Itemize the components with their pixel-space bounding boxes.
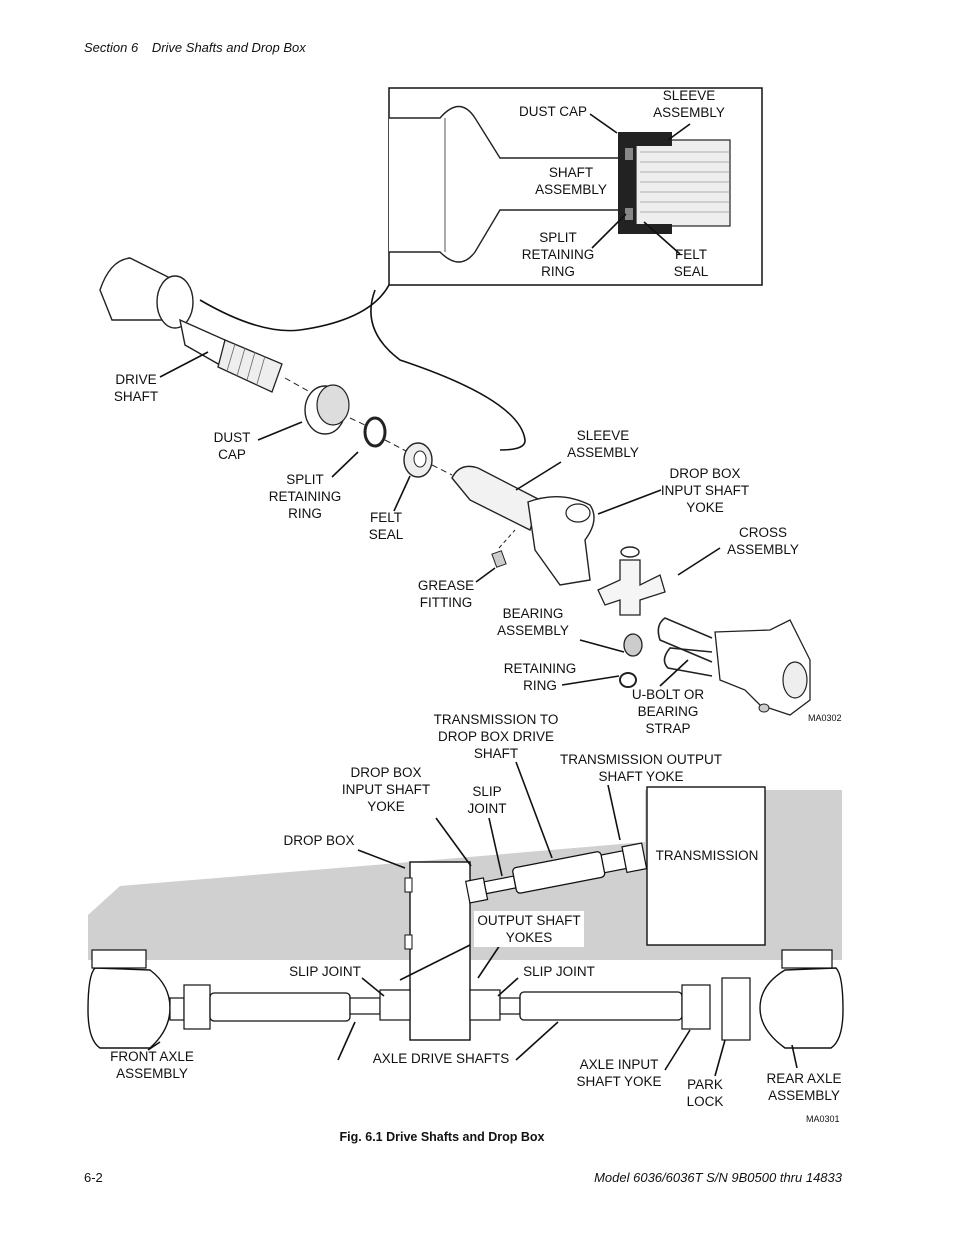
drop-box-yoke-label-1: DROP BOX xyxy=(669,466,740,481)
sleeve-label-1: SLEEVE xyxy=(577,428,630,443)
trans-to-drop-box-label-2: DROP BOX DRIVE xyxy=(438,729,554,744)
inset-split-ring-label-1: SPLIT xyxy=(539,230,577,245)
inset-sleeve-label-1: SLEEVE xyxy=(663,88,716,103)
trans-to-drop-box-label-3: SHAFT xyxy=(474,746,518,761)
layout-code: MA0301 xyxy=(806,1114,840,1124)
split-ring-label-3: RING xyxy=(288,506,322,521)
model-footer: Model 6036/6036T S/N 9B0500 thru 14833 xyxy=(594,1170,842,1185)
split-ring-label-2: RETAINING xyxy=(269,489,342,504)
retaining-ring-label-2: RING xyxy=(523,678,557,693)
drop-box-yoke-label-2: INPUT SHAFT xyxy=(661,483,749,498)
inset-felt-label-2: SEAL xyxy=(674,264,709,279)
layout-drop-box-yoke-label-3: YOKE xyxy=(367,799,405,814)
dust-cap-label-2: CAP xyxy=(218,447,246,462)
u-bolt-label-3: STRAP xyxy=(645,721,690,736)
front-axle-label-1: FRONT AXLE xyxy=(110,1049,194,1064)
grease-label-1: GREASE xyxy=(418,578,474,593)
trans-output-yoke-label-1: TRANSMISSION OUTPUT xyxy=(560,752,722,767)
grease-label-2: FITTING xyxy=(420,595,473,610)
trans-to-drop-box-label-1: TRANSMISSION TO xyxy=(434,712,559,727)
dust-cap-label-1: DUST xyxy=(214,430,251,445)
inset-split-ring-label-3: RING xyxy=(541,264,575,279)
drive-shaft-label-2: SHAFT xyxy=(114,389,158,404)
trans-output-yoke-label-2: SHAFT YOKE xyxy=(598,769,683,784)
front-axle-label-2: ASSEMBLY xyxy=(116,1066,188,1081)
page-header: Section 6 Drive Shafts and Drop Box xyxy=(84,40,316,55)
output-yokes-label-2: YOKES xyxy=(506,930,553,945)
axle-input-yoke-label-2: SHAFT YOKE xyxy=(576,1074,661,1089)
output-yokes-label-1: OUTPUT SHAFT xyxy=(477,913,580,928)
slip-joint-top-label-2: JOINT xyxy=(468,801,507,816)
cross-label-2: ASSEMBLY xyxy=(727,542,799,557)
rear-axle-label-1: REAR AXLE xyxy=(766,1071,841,1086)
layout-drop-box-yoke-label-1: DROP BOX xyxy=(350,765,421,780)
section-number: Section 6 xyxy=(84,40,139,55)
inset-split-ring-label-2: RETAINING xyxy=(522,247,595,262)
slip-joint-left-label: SLIP JOINT xyxy=(289,964,361,979)
axle-input-yoke-label-1: AXLE INPUT xyxy=(580,1057,659,1072)
slip-joint-right-label: SLIP JOINT xyxy=(523,964,595,979)
inset-felt-label-1: FELT xyxy=(675,247,707,262)
page-number: 6-2 xyxy=(84,1170,103,1185)
drop-box-yoke-label-3: YOKE xyxy=(686,500,724,515)
sleeve-label-2: ASSEMBLY xyxy=(567,445,639,460)
park-lock-label-1: PARK xyxy=(687,1077,723,1092)
layout-drop-box-yoke-label-2: INPUT SHAFT xyxy=(342,782,430,797)
inset-shaft-label-1: SHAFT xyxy=(549,165,593,180)
exploded-view: DRIVE SHAFT DUST CAP SPLIT RETAINING RIN… xyxy=(99,257,842,736)
slip-joint-top-label-1: SLIP xyxy=(472,784,501,799)
felt-seal-label-2: SEAL xyxy=(369,527,404,542)
inset-detail: DUST CAP SLEEVE ASSEMBLY SHAFT ASSEMBLY … xyxy=(388,87,763,286)
retaining-ring-label-1: RETAINING xyxy=(504,661,577,676)
u-bolt-label-1: U-BOLT OR xyxy=(632,687,705,702)
inset-sleeve-label-2: ASSEMBLY xyxy=(653,105,725,120)
bearing-label-1: BEARING xyxy=(503,606,564,621)
split-ring-label-1: SPLIT xyxy=(286,472,324,487)
drop-box-label: DROP BOX xyxy=(283,833,354,848)
inset-dust-cap-label: DUST CAP xyxy=(519,104,587,119)
section-title: Drive Shafts and Drop Box xyxy=(151,40,306,55)
layout-view: TRANSMISSION TO DROP BOX DRIVE SHAFT DRO… xyxy=(87,712,844,1124)
u-bolt-label-2: BEARING xyxy=(638,704,699,719)
bearing-label-2: ASSEMBLY xyxy=(497,623,569,638)
axle-drive-shafts-label: AXLE DRIVE SHAFTS xyxy=(373,1051,510,1066)
drive-shaft-label-1: DRIVE xyxy=(115,372,156,387)
park-lock-label-2: LOCK xyxy=(687,1094,724,1109)
figure-caption: Fig. 6.1 Drive Shafts and Drop Box xyxy=(339,1130,545,1144)
exploded-code: MA0302 xyxy=(808,713,842,723)
felt-seal-label-1: FELT xyxy=(370,510,402,525)
inset-shaft-label-2: ASSEMBLY xyxy=(535,182,607,197)
transmission-label: TRANSMISSION xyxy=(656,848,759,863)
rear-axle-label-2: ASSEMBLY xyxy=(768,1088,840,1103)
cross-label-1: CROSS xyxy=(739,525,787,540)
